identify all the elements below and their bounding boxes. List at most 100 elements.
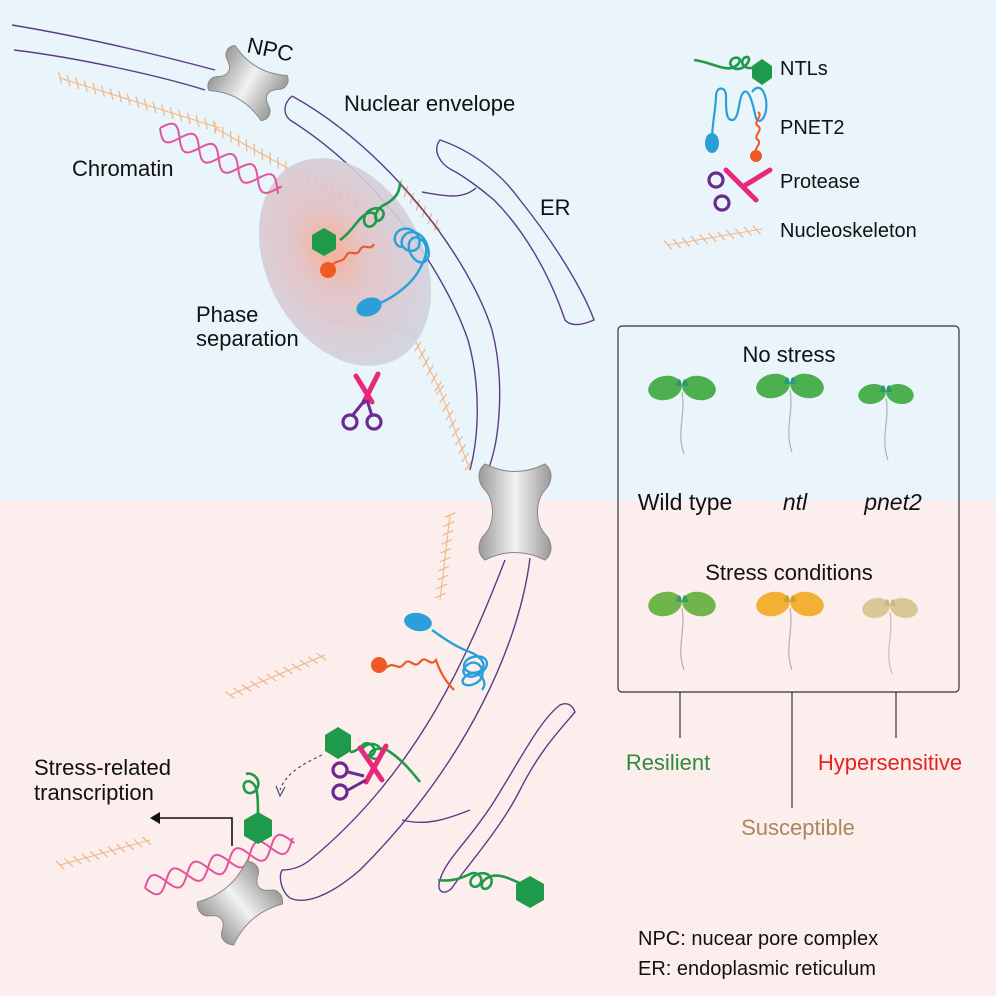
- legend-pnet2-blue: [710, 86, 768, 141]
- genotype-wild-type-label: Wild type: [638, 489, 733, 515]
- phenotype-panel: [617, 325, 960, 693]
- genotype-pnet2-label: pnet2: [863, 489, 922, 515]
- nucleoskeleton-strand-1-core: [59, 77, 221, 129]
- er-lower-sheet: [438, 703, 576, 893]
- legend-ntls-tail: [693, 55, 757, 71]
- chromatin-upper: [159, 122, 283, 195]
- legend-pnet2-icon: [705, 86, 768, 162]
- nucleoskeleton-strand-6: [435, 385, 473, 471]
- genotype-ntl-label: ntl: [783, 489, 808, 515]
- seedlings-no-stress: [648, 373, 914, 461]
- nucleoskeleton-strand-9-core: [229, 654, 326, 696]
- pnet2-blue-transmembrane-lower: [431, 629, 489, 691]
- npc-pore-middle: [478, 463, 552, 561]
- envelope-lower-cap: [279, 869, 291, 899]
- seedling-stress-pnet2-shoot: [884, 599, 896, 606]
- seedling-no-stress-pnet2-root: [884, 397, 889, 461]
- seedling-no-stress-ntl: [756, 373, 824, 453]
- nucleoskeleton-strand-9: [224, 652, 327, 699]
- legend-protease-icon: [707, 167, 773, 212]
- seedling-stress-ntl-shoot: [784, 595, 796, 602]
- pnet2-orange-tail-upper: [329, 243, 375, 269]
- no-stress-heading: No stress: [743, 342, 836, 367]
- legend-pnet2-orange-tail: [754, 111, 761, 153]
- seedling-stress-wild-type-cotyledon-left: [648, 591, 682, 617]
- ntl-green-tail-cleaved: [349, 741, 422, 783]
- transcription-arrow-line: [158, 817, 233, 846]
- ntl-green-hex-cleaved: [325, 727, 351, 759]
- seedling-stress-wild-type-shoot: [676, 595, 688, 602]
- ntl-green-tail-er: [437, 871, 523, 891]
- nucleoskeleton-strand-10: [55, 836, 152, 870]
- nuclear-envelope-label: Nuclear envelope: [344, 91, 515, 116]
- ntl-green-tail-released: [242, 772, 260, 819]
- legend-nucleoskeleton-strand: [663, 225, 763, 250]
- envelope-upper-outer-membrane: [11, 24, 216, 71]
- ntl-green-tail-upper: [339, 181, 402, 242]
- envelope-upper-inner-membrane: [13, 49, 206, 91]
- chromatin-lower-strand-a: [144, 837, 294, 896]
- seedling-stress-ntl-root: [788, 607, 793, 671]
- npc-pore-middle-body: [478, 463, 552, 561]
- seedling-no-stress-wild-type-shoot: [676, 379, 688, 386]
- seedlings-stress: [648, 591, 918, 675]
- seedling-stress-pnet2-root: [888, 611, 893, 675]
- chromatin-label: Chromatin: [72, 156, 173, 181]
- legend-ntls-hex: [752, 59, 772, 85]
- protease-lower-ring-1: [331, 761, 349, 779]
- translocation-dashed-arrow: [279, 754, 323, 791]
- translocation-arrowhead: [275, 785, 286, 798]
- seedling-no-stress-ntl-cotyledon-left: [756, 373, 790, 399]
- phase-separation-label-line2: separation: [196, 326, 299, 351]
- seedling-stress-wild-type-root: [680, 607, 685, 671]
- envelope-mid-outer-membrane: [291, 95, 501, 471]
- stress-conditions-heading: Stress conditions: [705, 560, 873, 585]
- er-label: ER: [540, 195, 571, 220]
- protease-upper-blade-1: [353, 373, 375, 405]
- ntl-in-er: [437, 871, 544, 908]
- ntl-cleavage: [325, 727, 422, 801]
- pnet2-in-droplet: [320, 227, 430, 317]
- ntl-released-on-chromatin: [242, 772, 272, 844]
- protease-lower-handle: [347, 770, 367, 792]
- npc-pore-bottom-body: [196, 860, 284, 946]
- outcome-hypersensitive-label: Hypersensitive: [818, 750, 962, 775]
- pnet2-on-envelope: [371, 612, 489, 691]
- protease-lower-ring-2: [331, 783, 349, 801]
- seedling-no-stress-wild-type-cotyledon-right: [682, 375, 716, 401]
- pnet2-orange-head-lower: [371, 657, 387, 673]
- protease-lower-blade-2: [363, 743, 389, 785]
- legend-pnet2-blue-head: [705, 133, 719, 153]
- footnote-er: ER: endoplasmic reticulum: [638, 958, 876, 980]
- seedling-stress-ntl: [756, 591, 824, 671]
- nucleoskeleton-strand-6-core: [439, 389, 471, 471]
- endoplasmic-reticulum: [401, 139, 595, 893]
- pnet2-orange-head-upper: [320, 262, 336, 278]
- legend-pnet2-orange-head: [750, 150, 762, 162]
- er-upper-sheet: [436, 139, 595, 326]
- protease-lower-blade-1: [357, 745, 385, 783]
- seedling-no-stress-pnet2: [858, 383, 914, 461]
- envelope-lower-inner-membrane: [289, 557, 531, 901]
- pnet2-blue-transmembrane-upper: [369, 227, 430, 309]
- seedling-no-stress-pnet2-shoot: [880, 385, 892, 392]
- legend-protease-label: Protease: [780, 171, 860, 193]
- seedling-no-stress-ntl-shoot: [784, 377, 796, 384]
- seedling-no-stress-wild-type-cotyledon-left: [648, 375, 682, 401]
- seedling-stress-ntl-cotyledon-left: [756, 591, 790, 617]
- transcription-arrowhead: [150, 812, 160, 824]
- chromatin-strands: [144, 122, 296, 896]
- npc-pore-top: [207, 44, 289, 122]
- chromatin-lower: [144, 833, 296, 896]
- seedling-no-stress-pnet2-cotyledon-left: [858, 383, 886, 405]
- nucleoskeleton-strand-8: [434, 512, 456, 601]
- envelope-mid-cap: [284, 95, 293, 121]
- protease-upper: [341, 371, 383, 431]
- no-stress-background: [0, 0, 996, 500]
- nucleoskeleton-strand-2: [214, 122, 301, 178]
- legend-protease-blade-2: [741, 167, 773, 189]
- legend-ntls-icon: [693, 55, 772, 85]
- seedling-no-stress-pnet2-cotyledon-right: [886, 383, 914, 405]
- pnet2-blue-head-lower: [404, 612, 432, 632]
